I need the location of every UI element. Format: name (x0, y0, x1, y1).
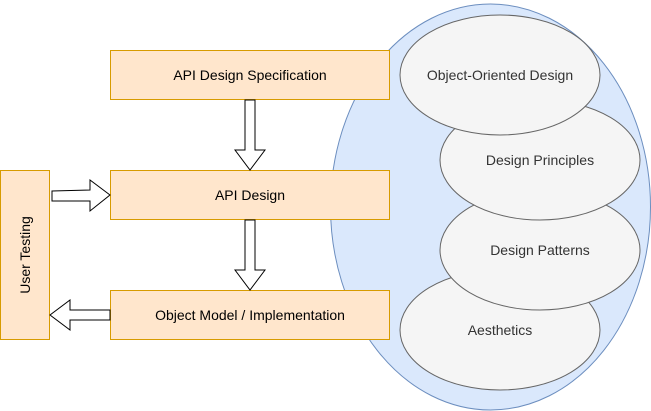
user-testing-box: User Testing (0, 170, 50, 340)
implementation-box-rect (110, 290, 390, 340)
arrow-user-testing-to-design (51, 179, 111, 213)
oo-design-node: Object-Oriented Design (399, 14, 601, 136)
oo-design-ellipse (399, 14, 601, 136)
arrow-spec-to-design (234, 99, 266, 171)
oo-design-label: Object-Oriented Design (427, 67, 573, 83)
arrow-implementation-to-user-testing (49, 299, 111, 331)
spec-box: API Design Specification (110, 50, 390, 100)
design-box: API Design (110, 170, 390, 220)
spec-box-label: API Design Specification (173, 67, 326, 83)
aesthetics-label: Aesthetics (468, 322, 533, 338)
user-testing-box-rect (0, 170, 50, 340)
design-patterns-label: Design Patterns (490, 242, 590, 258)
implementation-box-label: Object Model / Implementation (155, 307, 345, 323)
design-principles-label: Design Principles (486, 152, 594, 168)
implementation-box: Object Model / Implementation (110, 290, 390, 340)
user-testing-label: User Testing (17, 216, 33, 294)
arrow-design-to-implementation (234, 219, 266, 291)
design-box-label: API Design (215, 187, 285, 203)
design-box-rect (110, 170, 390, 220)
spec-box-rect (110, 50, 390, 100)
